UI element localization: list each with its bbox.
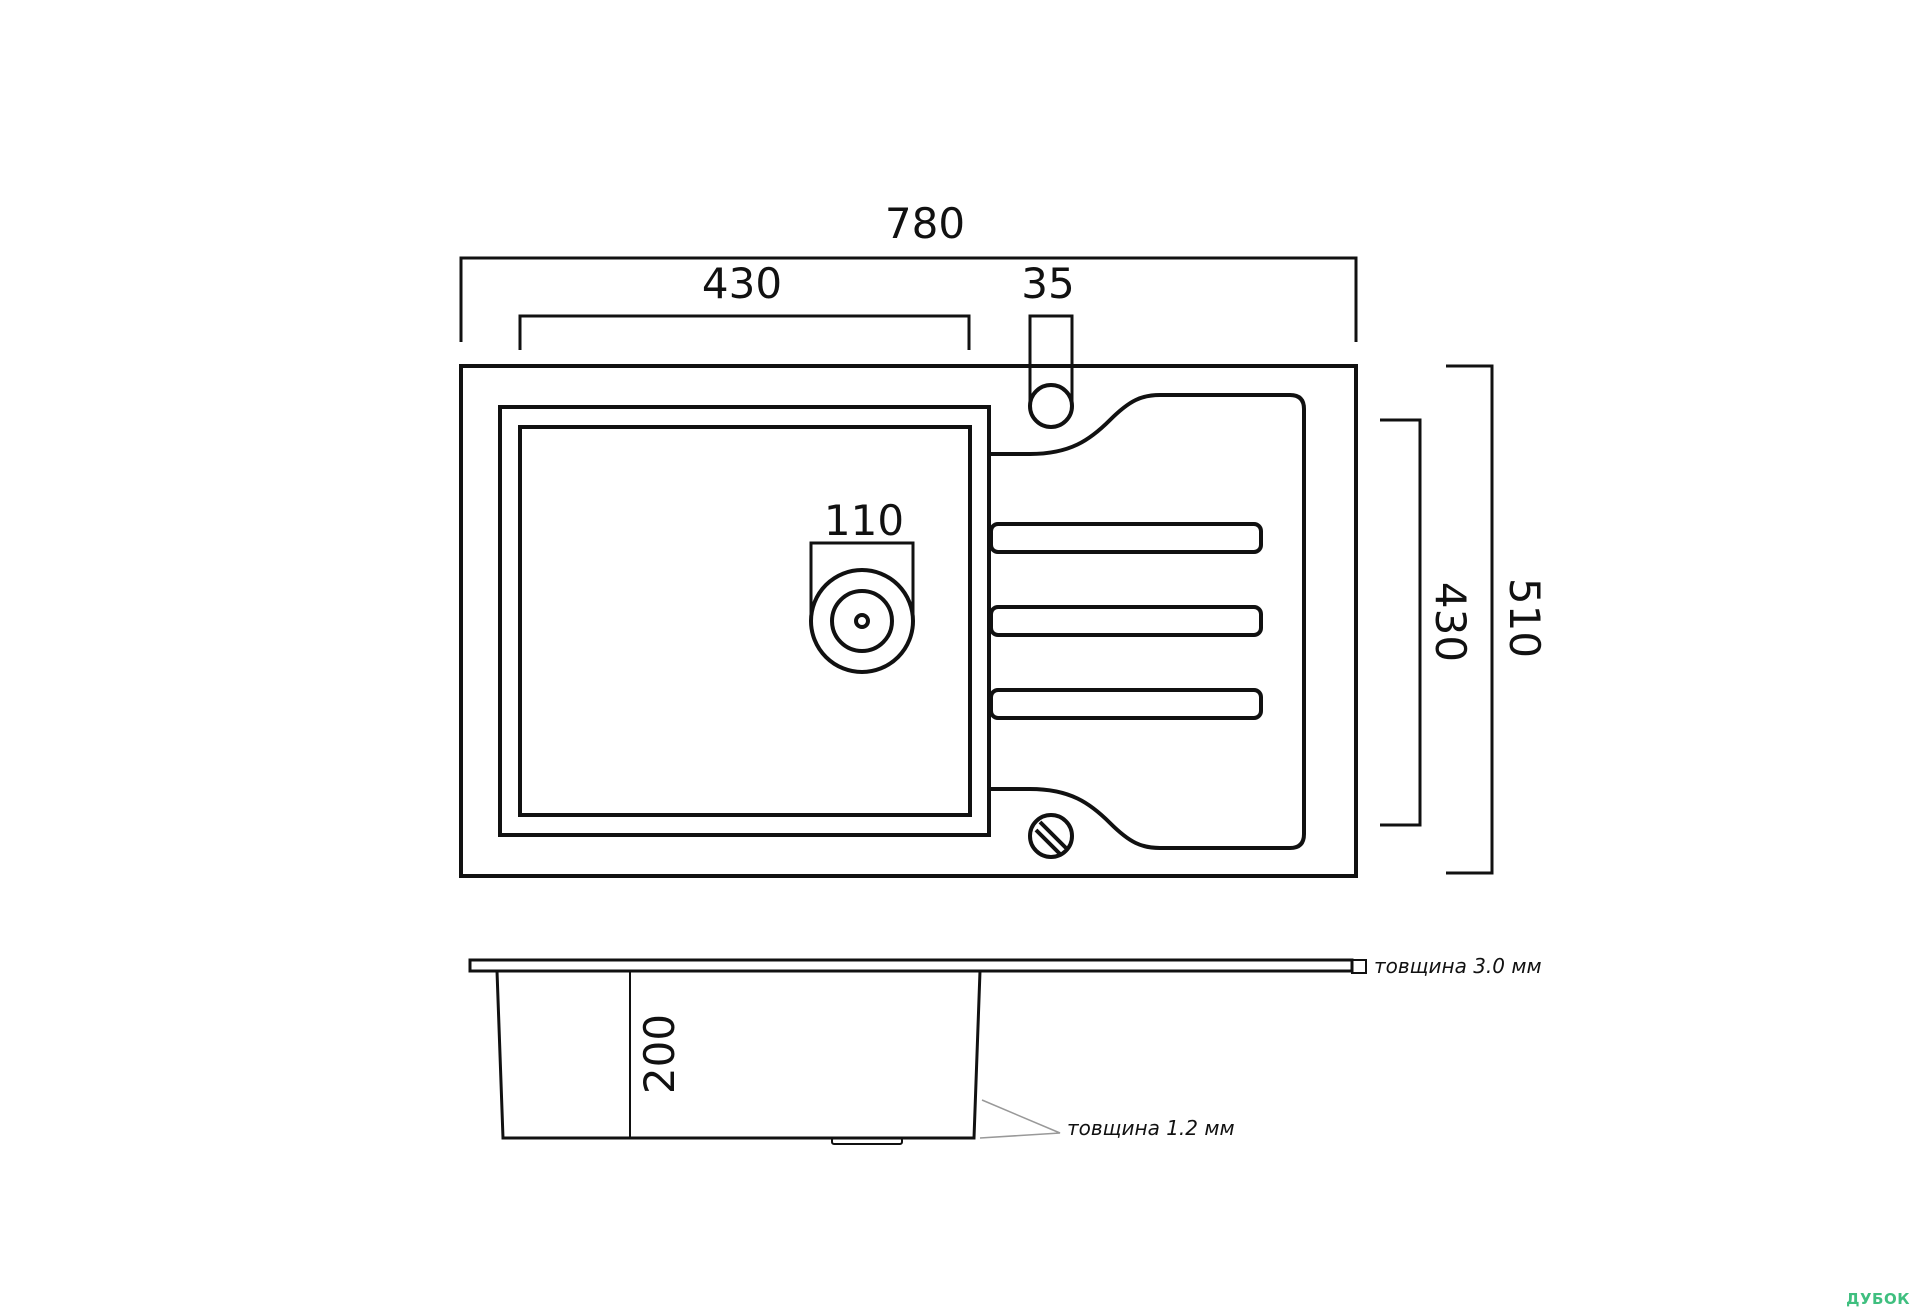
tap-hole	[1028, 383, 1074, 429]
dim-drain: 110	[824, 496, 904, 545]
drainer-board-outline	[989, 393, 1306, 850]
plan-view	[459, 364, 1358, 878]
dim-overall-depth: 510	[1500, 578, 1549, 658]
thickness-marker	[1351, 959, 1367, 974]
bowl-section	[495, 970, 982, 1140]
drainer-groove-1	[989, 522, 1263, 554]
dimension-labels: 780 430 35 110 430 510	[702, 199, 1549, 662]
dim-tap-hole: 35	[1021, 259, 1074, 308]
dim-bowl-width: 430	[702, 259, 782, 308]
thickness-leader	[979, 1099, 1061, 1139]
dimension-lines	[459, 256, 1494, 875]
dim-overall-width: 780	[885, 199, 965, 248]
note-bowl-thickness: товщина 1.2 мм	[1067, 1116, 1235, 1140]
dim-plan-depth: 430	[1426, 582, 1475, 662]
drain-outlet	[831, 1137, 903, 1145]
bowl-inner	[518, 425, 972, 817]
drain-icon	[809, 568, 915, 674]
overflow-icon	[1028, 813, 1074, 859]
note-top-thickness: товщина 3.0 мм	[1374, 954, 1542, 978]
dim-bowl-height: 200	[635, 1014, 684, 1094]
drainer-groove-2	[989, 605, 1263, 637]
bowl-outer-rim	[498, 405, 991, 837]
section-view	[468, 958, 1367, 1145]
drainer-groove-3	[989, 688, 1263, 720]
watermark-logo: ДУБОК	[1846, 1290, 1910, 1308]
sink-top-plate	[468, 958, 1354, 973]
sink-outline	[459, 364, 1358, 878]
